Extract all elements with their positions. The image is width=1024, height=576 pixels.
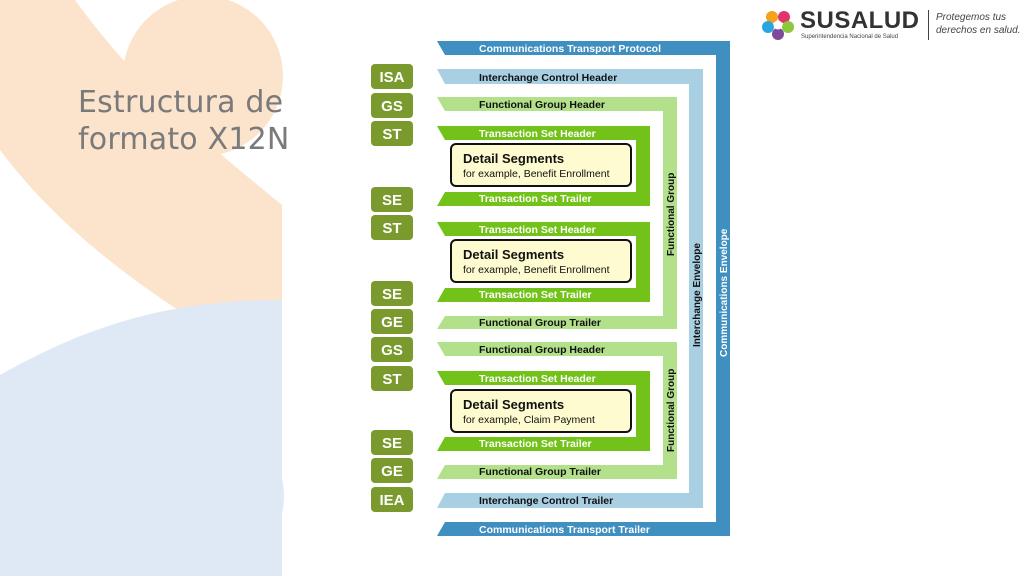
ts3-detail-title: Detail Segments bbox=[463, 397, 564, 412]
segment-label-st: ST bbox=[382, 371, 401, 388]
segment-label-st: ST bbox=[382, 126, 401, 143]
susalud-logo: SUSALUD Superintendencia Nacional de Sal… bbox=[762, 7, 1024, 44]
fg1-side-label: Functional Group bbox=[666, 173, 677, 256]
slide-title: Estructura de formato X12N bbox=[78, 84, 338, 158]
logo-slogan: Protegemos tus derechos en salud. bbox=[936, 11, 1021, 37]
ts2-detail-title: Detail Segments bbox=[463, 247, 564, 262]
segment-box-se bbox=[371, 281, 413, 306]
ts3-header-label: Transaction Set Header bbox=[479, 373, 596, 385]
ts1-detail-box bbox=[450, 143, 632, 187]
ts1-detail-subtitle: for example, Benefit Enrollment bbox=[463, 168, 610, 180]
blue-circle-shape bbox=[116, 412, 284, 576]
segment-box-iea bbox=[371, 487, 413, 512]
segment-box-se bbox=[371, 430, 413, 455]
segment-label-iea: IEA bbox=[379, 492, 404, 509]
functional-group-2: Functional Group Header Functional Group… bbox=[437, 342, 677, 479]
segment-label-se: SE bbox=[382, 192, 402, 209]
segment-box-st bbox=[371, 366, 413, 391]
segment-box-se bbox=[371, 187, 413, 212]
ts2-trailer-label: Transaction Set Trailer bbox=[479, 289, 592, 301]
transaction-set-2: Transaction Set Header Transaction Set T… bbox=[437, 222, 650, 302]
fg1-header-label: Functional Group Header bbox=[479, 99, 605, 111]
ts3-detail-subtitle: for example, Claim Payment bbox=[463, 414, 595, 426]
logo-separator bbox=[928, 10, 929, 40]
segment-id-column: ISA GS ST SE ST SE GE GS ST SE GE IEA bbox=[371, 64, 413, 512]
communications-envelope: Communications Transport Protocol Commun… bbox=[437, 41, 730, 536]
transaction-set-2-frame bbox=[437, 222, 650, 302]
ts1-trailer-label: Transaction Set Trailer bbox=[479, 193, 592, 205]
functional-group-2-frame bbox=[437, 342, 677, 479]
ts2-detail-box bbox=[450, 239, 632, 283]
segment-label-ge: GE bbox=[381, 463, 403, 480]
ts3-detail-box bbox=[450, 389, 632, 433]
interchange-trailer-label: Interchange Control Trailer bbox=[479, 495, 613, 507]
segment-label-se: SE bbox=[382, 435, 402, 452]
logo-name: SUSALUD bbox=[800, 7, 920, 34]
fg2-trailer-label: Functional Group Trailer bbox=[479, 466, 601, 478]
transaction-set-1: Transaction Set Header Transaction Set T… bbox=[437, 126, 650, 206]
segment-label-st: ST bbox=[382, 220, 401, 237]
segment-label-isa: ISA bbox=[379, 69, 404, 86]
logo-slogan-line2: derechos en salud. bbox=[936, 25, 1021, 36]
interchange-header-label: Interchange Control Header bbox=[479, 72, 617, 84]
comm-header-label: Communications Transport Protocol bbox=[479, 43, 661, 55]
segment-label-se: SE bbox=[382, 286, 402, 303]
fg1-trailer-label: Functional Group Trailer bbox=[479, 317, 601, 329]
slide-title-line2: formato X12N bbox=[78, 122, 290, 157]
transaction-set-1-frame bbox=[437, 126, 650, 206]
logo-subtitle: Superintendencia Nacional de Salud bbox=[801, 34, 899, 40]
segment-box-gs bbox=[371, 337, 413, 362]
susalud-flower-icon bbox=[762, 11, 794, 40]
segment-box-ge bbox=[371, 458, 413, 483]
functional-group-1: Functional Group Header Functional Group… bbox=[437, 97, 677, 329]
segment-box-st bbox=[371, 215, 413, 240]
segment-box-isa bbox=[371, 64, 413, 89]
peach-circle-shape bbox=[123, 0, 283, 156]
fg2-header-label: Functional Group Header bbox=[479, 344, 605, 356]
segment-label-gs: GS bbox=[381, 342, 403, 359]
interchange-envelope-label: Interchange Envelope bbox=[692, 243, 703, 347]
logo-slogan-line1: Protegemos tus bbox=[936, 12, 1007, 23]
peach-swoosh-shape bbox=[0, 0, 282, 372]
segment-label-gs: GS bbox=[381, 98, 403, 115]
segment-box-gs bbox=[371, 93, 413, 118]
fg2-side-label: Functional Group bbox=[666, 369, 677, 452]
ts1-detail-title: Detail Segments bbox=[463, 151, 564, 166]
ts3-trailer-label: Transaction Set Trailer bbox=[479, 438, 592, 450]
segment-label-ge: GE bbox=[381, 314, 403, 331]
segment-box-st bbox=[371, 121, 413, 146]
slide-title-line1: Estructura de bbox=[78, 85, 284, 120]
segment-box-ge bbox=[371, 309, 413, 334]
ts2-detail-subtitle: for example, Benefit Enrollment bbox=[463, 264, 610, 276]
ts2-header-label: Transaction Set Header bbox=[479, 224, 596, 236]
comm-trailer-label: Communications Transport Trailer bbox=[479, 524, 650, 536]
interchange-envelope: Interchange Control Header Interchange C… bbox=[437, 69, 703, 508]
comm-envelope-label: Communications Envelope bbox=[719, 228, 730, 357]
ts1-header-label: Transaction Set Header bbox=[479, 128, 596, 140]
transaction-set-3: Transaction Set Header Transaction Set T… bbox=[437, 371, 650, 451]
transaction-set-3-frame bbox=[437, 371, 650, 451]
